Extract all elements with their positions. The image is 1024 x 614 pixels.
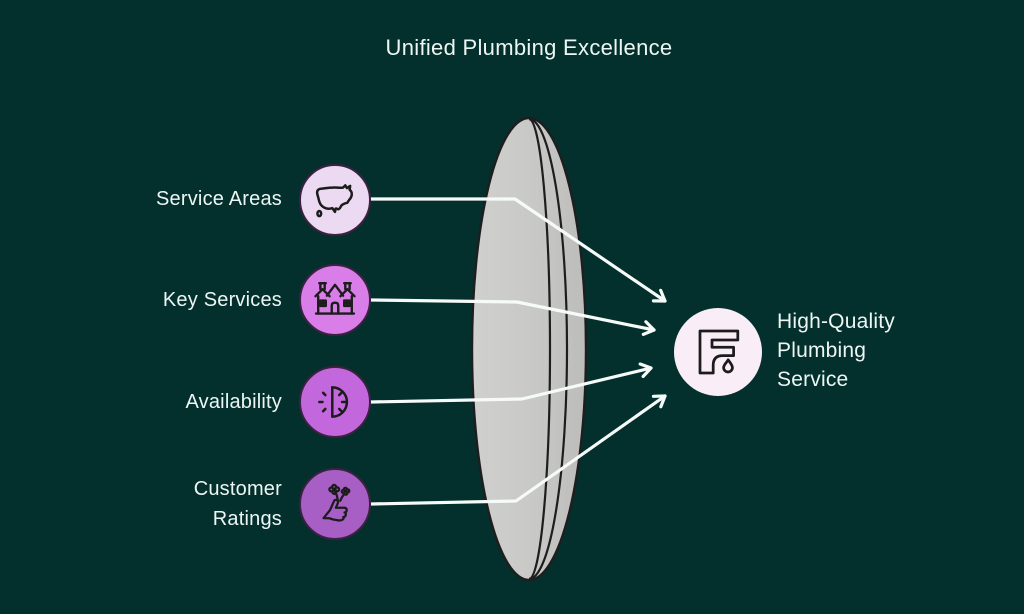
input-label-key-services: Key Services xyxy=(162,289,282,311)
input-circle-service-areas xyxy=(299,164,371,236)
input-circle-availability xyxy=(299,366,371,438)
faucet-icon xyxy=(698,329,740,375)
connector-availability xyxy=(369,362,653,404)
input-label-availability: Availability xyxy=(185,391,282,413)
input-label-service-areas: Service Areas xyxy=(156,188,282,210)
output-circle-plumbing-service xyxy=(674,308,762,396)
connector-arrows xyxy=(369,197,667,506)
connector-key-services xyxy=(369,298,656,336)
connector-customer-ratings xyxy=(369,394,667,506)
input-label-customer-ratings: Customer Ratings xyxy=(193,478,282,530)
house-icon xyxy=(314,282,356,315)
half-clock-icon xyxy=(318,386,349,418)
connector-service-areas xyxy=(369,197,667,303)
diagram-title: Unified Plumbing Excellence xyxy=(385,35,673,60)
input-circle-key-services xyxy=(299,264,371,336)
lens-shape xyxy=(470,116,588,582)
output-label-plumbing-service: High-Quality Plumbing Service xyxy=(777,310,895,391)
thumbs-up-flowers-icon xyxy=(322,483,351,522)
input-circle-customer-ratings xyxy=(299,468,371,540)
usa-map-icon xyxy=(315,184,354,218)
